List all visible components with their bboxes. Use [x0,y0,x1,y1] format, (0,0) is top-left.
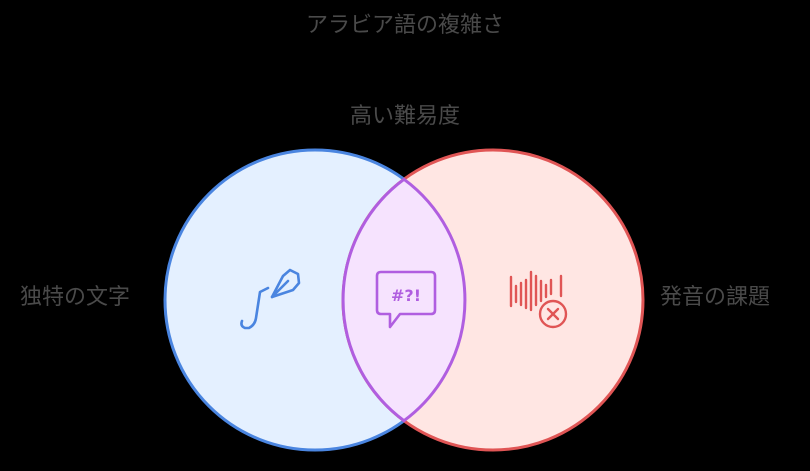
right-set-label: 発音の課題 [660,285,771,310]
intersection-lens [341,177,467,423]
intersection-label: 高い難易度 [349,104,460,129]
sound-wave-error-icon [509,270,568,329]
calligraphy-pen-icon [240,268,301,330]
diagram-title: アラビア語の複雑さ [305,13,504,38]
intersection-icon-text: #?! [391,286,421,305]
left-set-label: 独特の文字 [20,285,131,310]
speech-bubble-symbols-icon: #?! [375,270,437,329]
